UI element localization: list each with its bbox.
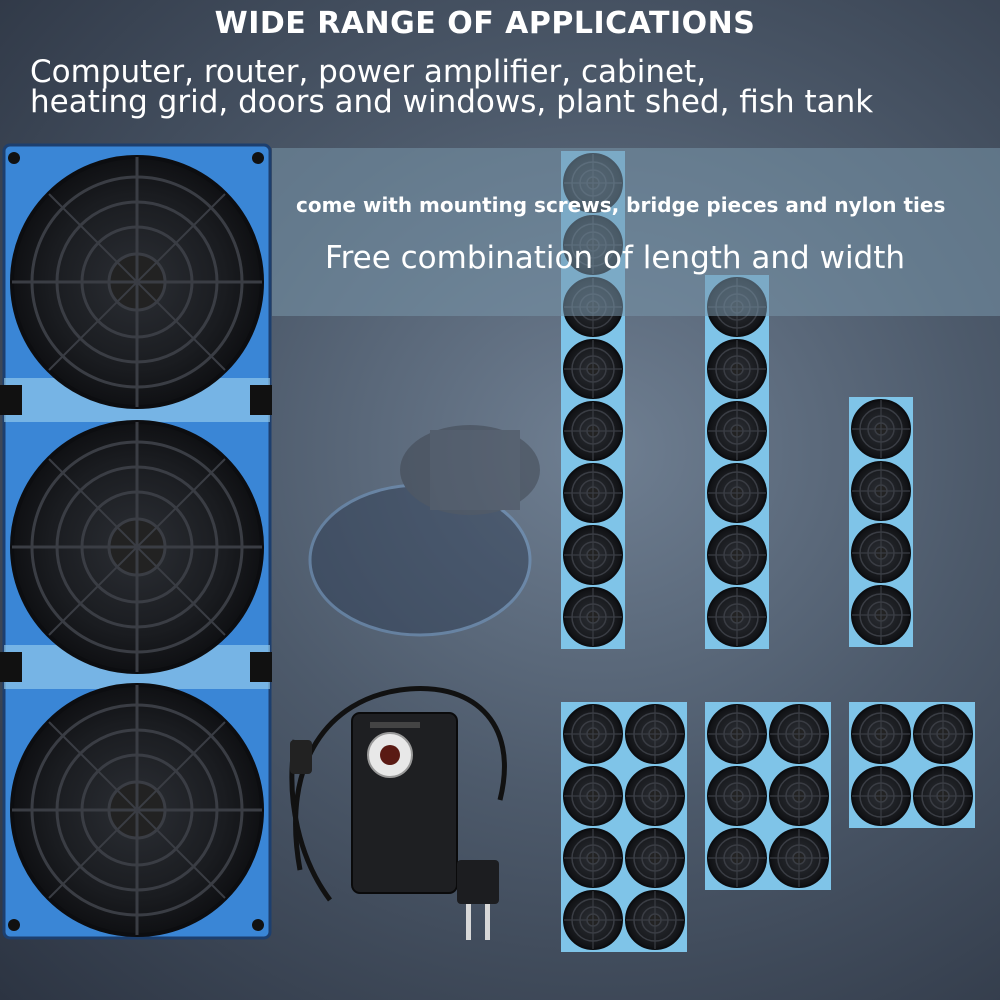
fan-icon [622,887,688,953]
fan-icon [704,460,770,526]
fan-icon [560,825,626,891]
fan-icon [560,336,626,402]
fan-icon [622,701,688,767]
fan-strip-combinations [560,150,976,953]
fan-icon [766,825,832,891]
fan-icon [848,396,914,462]
fan-icon [766,701,832,767]
speed-controller-adapter-icon [289,686,507,902]
info-band [272,148,1000,316]
fan-icon [704,522,770,588]
fan-icon [704,701,770,767]
headline: WIDE RANGE OF APPLICATIONS [214,6,756,41]
fan-icon [704,825,770,891]
fan-icon [848,701,914,767]
fan-icon [910,701,976,767]
fan-icon [560,887,626,953]
power-plug-icon [457,860,499,940]
fan-icon [560,522,626,588]
fan-icon [848,763,914,829]
accessories-note: come with mounting screws, bridge pieces… [296,193,946,217]
fan-icon [704,336,770,402]
fan-icon [10,683,264,937]
fan-icon [704,398,770,464]
applications-line-1: Computer, router, power amplifier, cabin… [30,54,707,90]
fan-icon [848,582,914,648]
fan-icon [848,458,914,524]
fan-icon [704,584,770,650]
fan-icon [622,825,688,891]
fan-icon [910,763,976,829]
combination-note: Free combination of length and width [325,240,906,276]
fan-icon [560,701,626,767]
fan-icon [848,520,914,586]
fan-icon [622,763,688,829]
fan-icon [560,398,626,464]
background-fan-graphic [308,425,540,637]
fan-icon [766,763,832,829]
triple-fan-assembly [0,143,272,940]
fan-icon [560,584,626,650]
fan-icon [10,420,264,674]
fan-icon [704,763,770,829]
fan-icon [560,460,626,526]
fan-icon [560,763,626,829]
applications-line-2: heating grid, doors and windows, plant s… [30,84,874,120]
fan-icon [10,155,264,409]
